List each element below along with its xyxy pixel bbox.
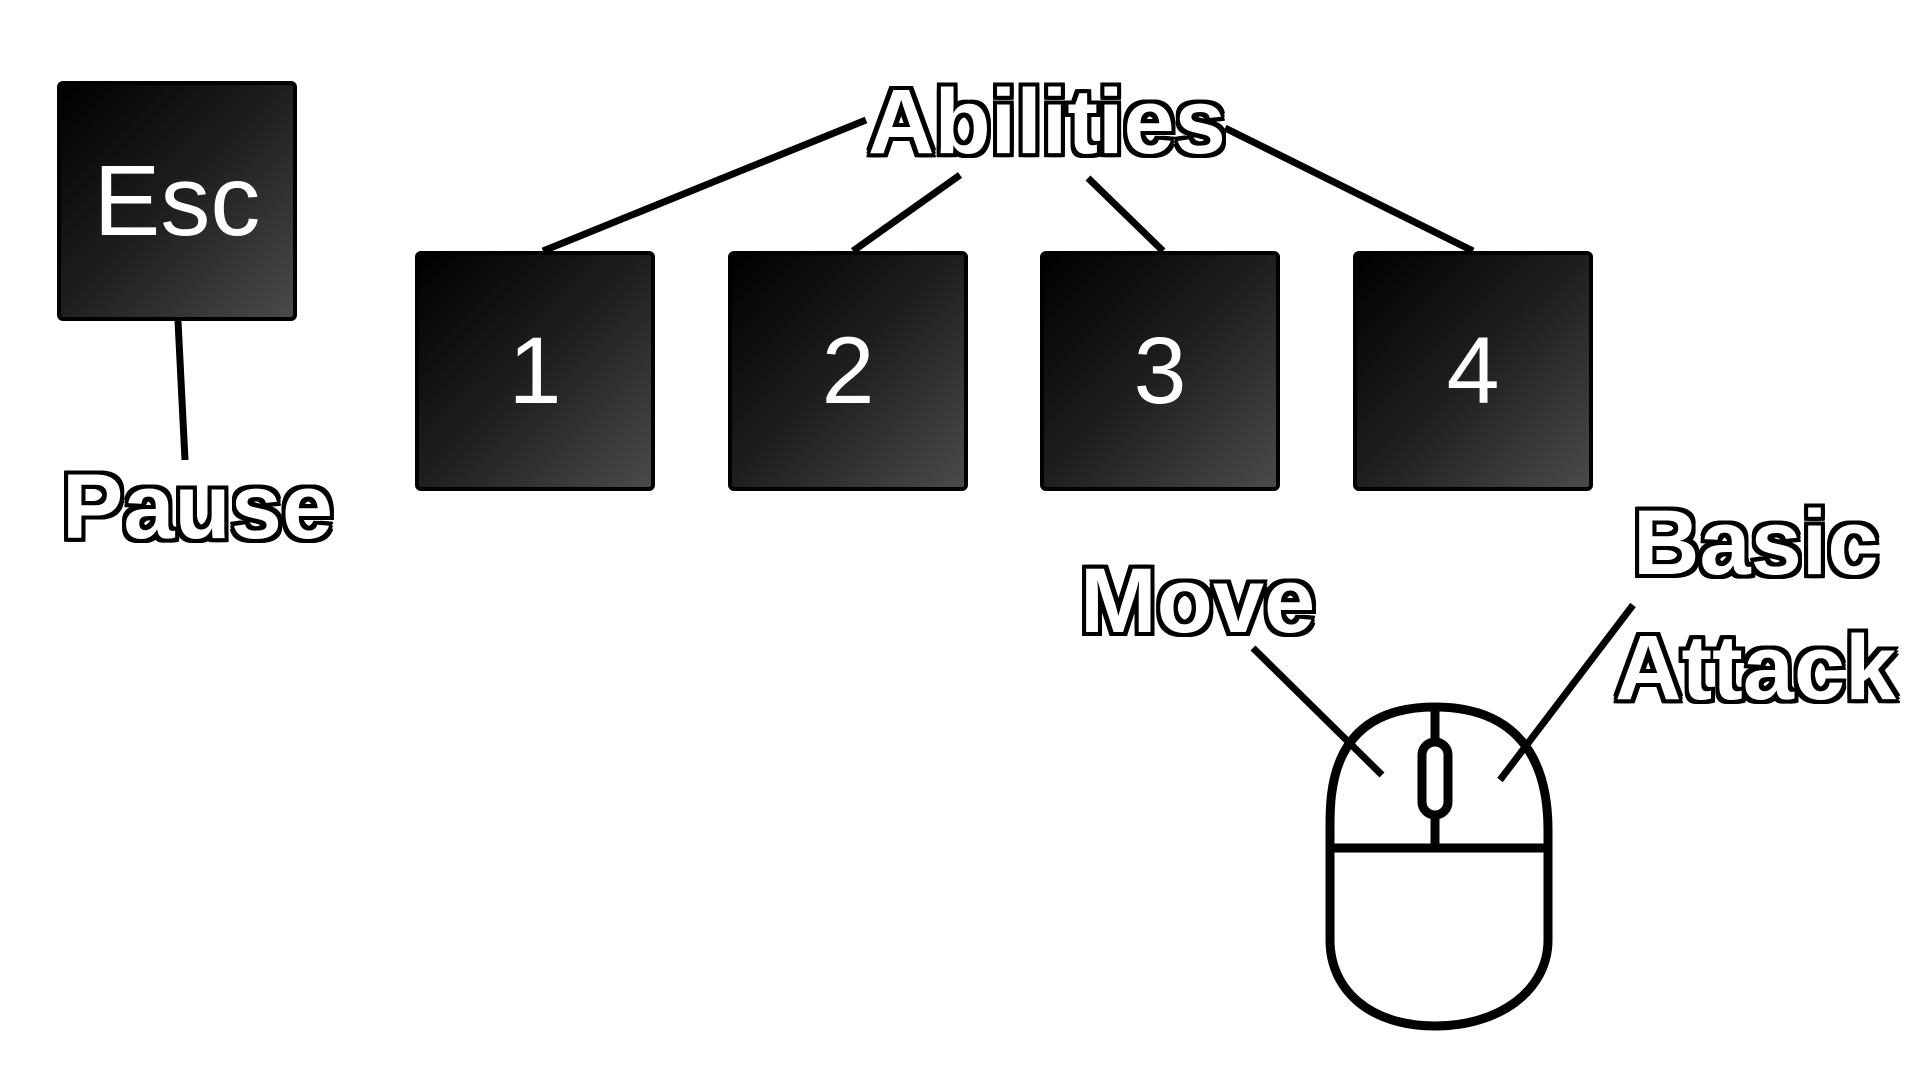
esc-key-label: Esc: [93, 145, 261, 257]
basic-attack-connector-line: [1497, 602, 1636, 783]
ability-key-1-label: 1: [508, 317, 562, 424]
ability-key-3: 3: [1040, 251, 1280, 491]
ability-2-connector-line: [850, 172, 963, 254]
abilities-label: Abilities: [868, 71, 1226, 173]
move-connector-line: [1250, 645, 1385, 778]
mouse-body: [1325, 702, 1553, 1031]
ability-key-2-label: 2: [821, 317, 875, 424]
ability-key-4: 4: [1353, 251, 1593, 491]
ability-1-connector-line: [541, 116, 868, 255]
basic-attack-label-line2: Attack: [1615, 617, 1897, 719]
ability-key-4-label: 4: [1446, 317, 1500, 424]
pause-connector-line: [174, 320, 189, 461]
mouse-icon: [1325, 702, 1553, 1031]
mouse-scroll-wheel: [1417, 737, 1453, 820]
ability-3-connector-line: [1085, 175, 1166, 254]
basic-attack-label-line1: Basic: [1633, 492, 1879, 594]
ability-key-1: 1: [415, 251, 655, 491]
ability-4-connector-line: [1223, 124, 1475, 255]
move-label: Move: [1080, 550, 1316, 652]
ability-key-2: 2: [728, 251, 968, 491]
pause-label: Pause: [62, 456, 334, 558]
ability-key-3-label: 3: [1133, 317, 1187, 424]
esc-key: Esc: [57, 81, 297, 321]
